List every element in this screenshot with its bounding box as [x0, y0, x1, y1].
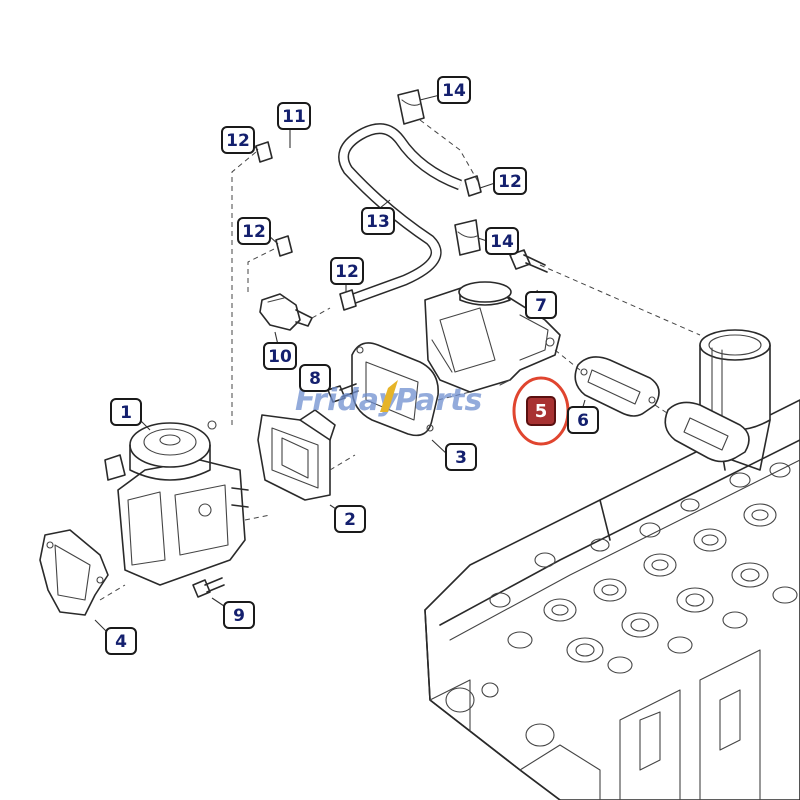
svg-text:12: 12: [242, 222, 266, 242]
gasket-4: [39, 529, 109, 616]
hose-13: [338, 123, 462, 306]
clips-14: [397, 89, 481, 256]
assembly-lines: [99, 119, 701, 601]
svg-text:9: 9: [233, 606, 245, 626]
callout-7[interactable]: 7: [525, 291, 557, 319]
watermark-text-part2: Parts: [395, 383, 482, 418]
sensor-10: [259, 293, 313, 331]
callout-9[interactable]: 9: [223, 601, 255, 629]
svg-text:11: 11: [282, 107, 306, 127]
svg-text:8: 8: [309, 369, 321, 389]
callout-13[interactable]: 13: [361, 207, 395, 235]
callout-11[interactable]: 11: [277, 102, 311, 130]
cylinder-head: [424, 399, 800, 800]
callout-10[interactable]: 10: [263, 342, 297, 370]
svg-text:4: 4: [115, 632, 127, 652]
svg-text:12: 12: [226, 131, 250, 151]
svg-text:5: 5: [535, 401, 548, 422]
callout-12-c[interactable]: 12: [330, 257, 364, 285]
callout-12-b[interactable]: 12: [237, 217, 271, 245]
callout-12-a[interactable]: 12: [221, 126, 255, 154]
svg-text:7: 7: [535, 296, 547, 316]
bolt-9: [192, 577, 225, 598]
svg-text:14: 14: [442, 81, 466, 101]
svg-text:12: 12: [498, 172, 522, 192]
svg-text:12: 12: [335, 262, 359, 282]
svg-text:3: 3: [455, 448, 467, 468]
callout-14-b[interactable]: 14: [485, 227, 519, 255]
svg-text:10: 10: [268, 347, 292, 367]
watermark-accent: [380, 380, 398, 412]
gasket-plate: [664, 401, 750, 463]
gasket-6: [574, 356, 660, 417]
svg-text:2: 2: [344, 510, 356, 530]
bolt-8: [327, 383, 359, 403]
bolt-7: [509, 249, 548, 273]
elbow-2: [257, 409, 336, 501]
callouts: 1 2 3 4 5 6 7 8: [105, 76, 599, 655]
callout-4[interactable]: 4: [105, 627, 137, 655]
hose-11: [269, 144, 324, 253]
callout-3[interactable]: 3: [445, 443, 477, 471]
callout-8[interactable]: 8: [299, 364, 331, 392]
callout-14-a[interactable]: 14: [437, 76, 471, 104]
svg-text:14: 14: [490, 232, 514, 252]
svg-text:13: 13: [366, 212, 390, 232]
callout-1[interactable]: 1: [110, 398, 142, 426]
callout-12-d[interactable]: 12: [493, 167, 527, 195]
water-pump-1: [104, 420, 249, 586]
clamps-12: [255, 141, 482, 311]
callout-2[interactable]: 2: [334, 505, 366, 533]
svg-text:6: 6: [577, 411, 589, 431]
callout-5-highlighted[interactable]: 5: [512, 376, 570, 446]
svg-text:1: 1: [120, 403, 132, 423]
callout-6[interactable]: 6: [567, 406, 599, 434]
filler-neck: [689, 329, 771, 471]
